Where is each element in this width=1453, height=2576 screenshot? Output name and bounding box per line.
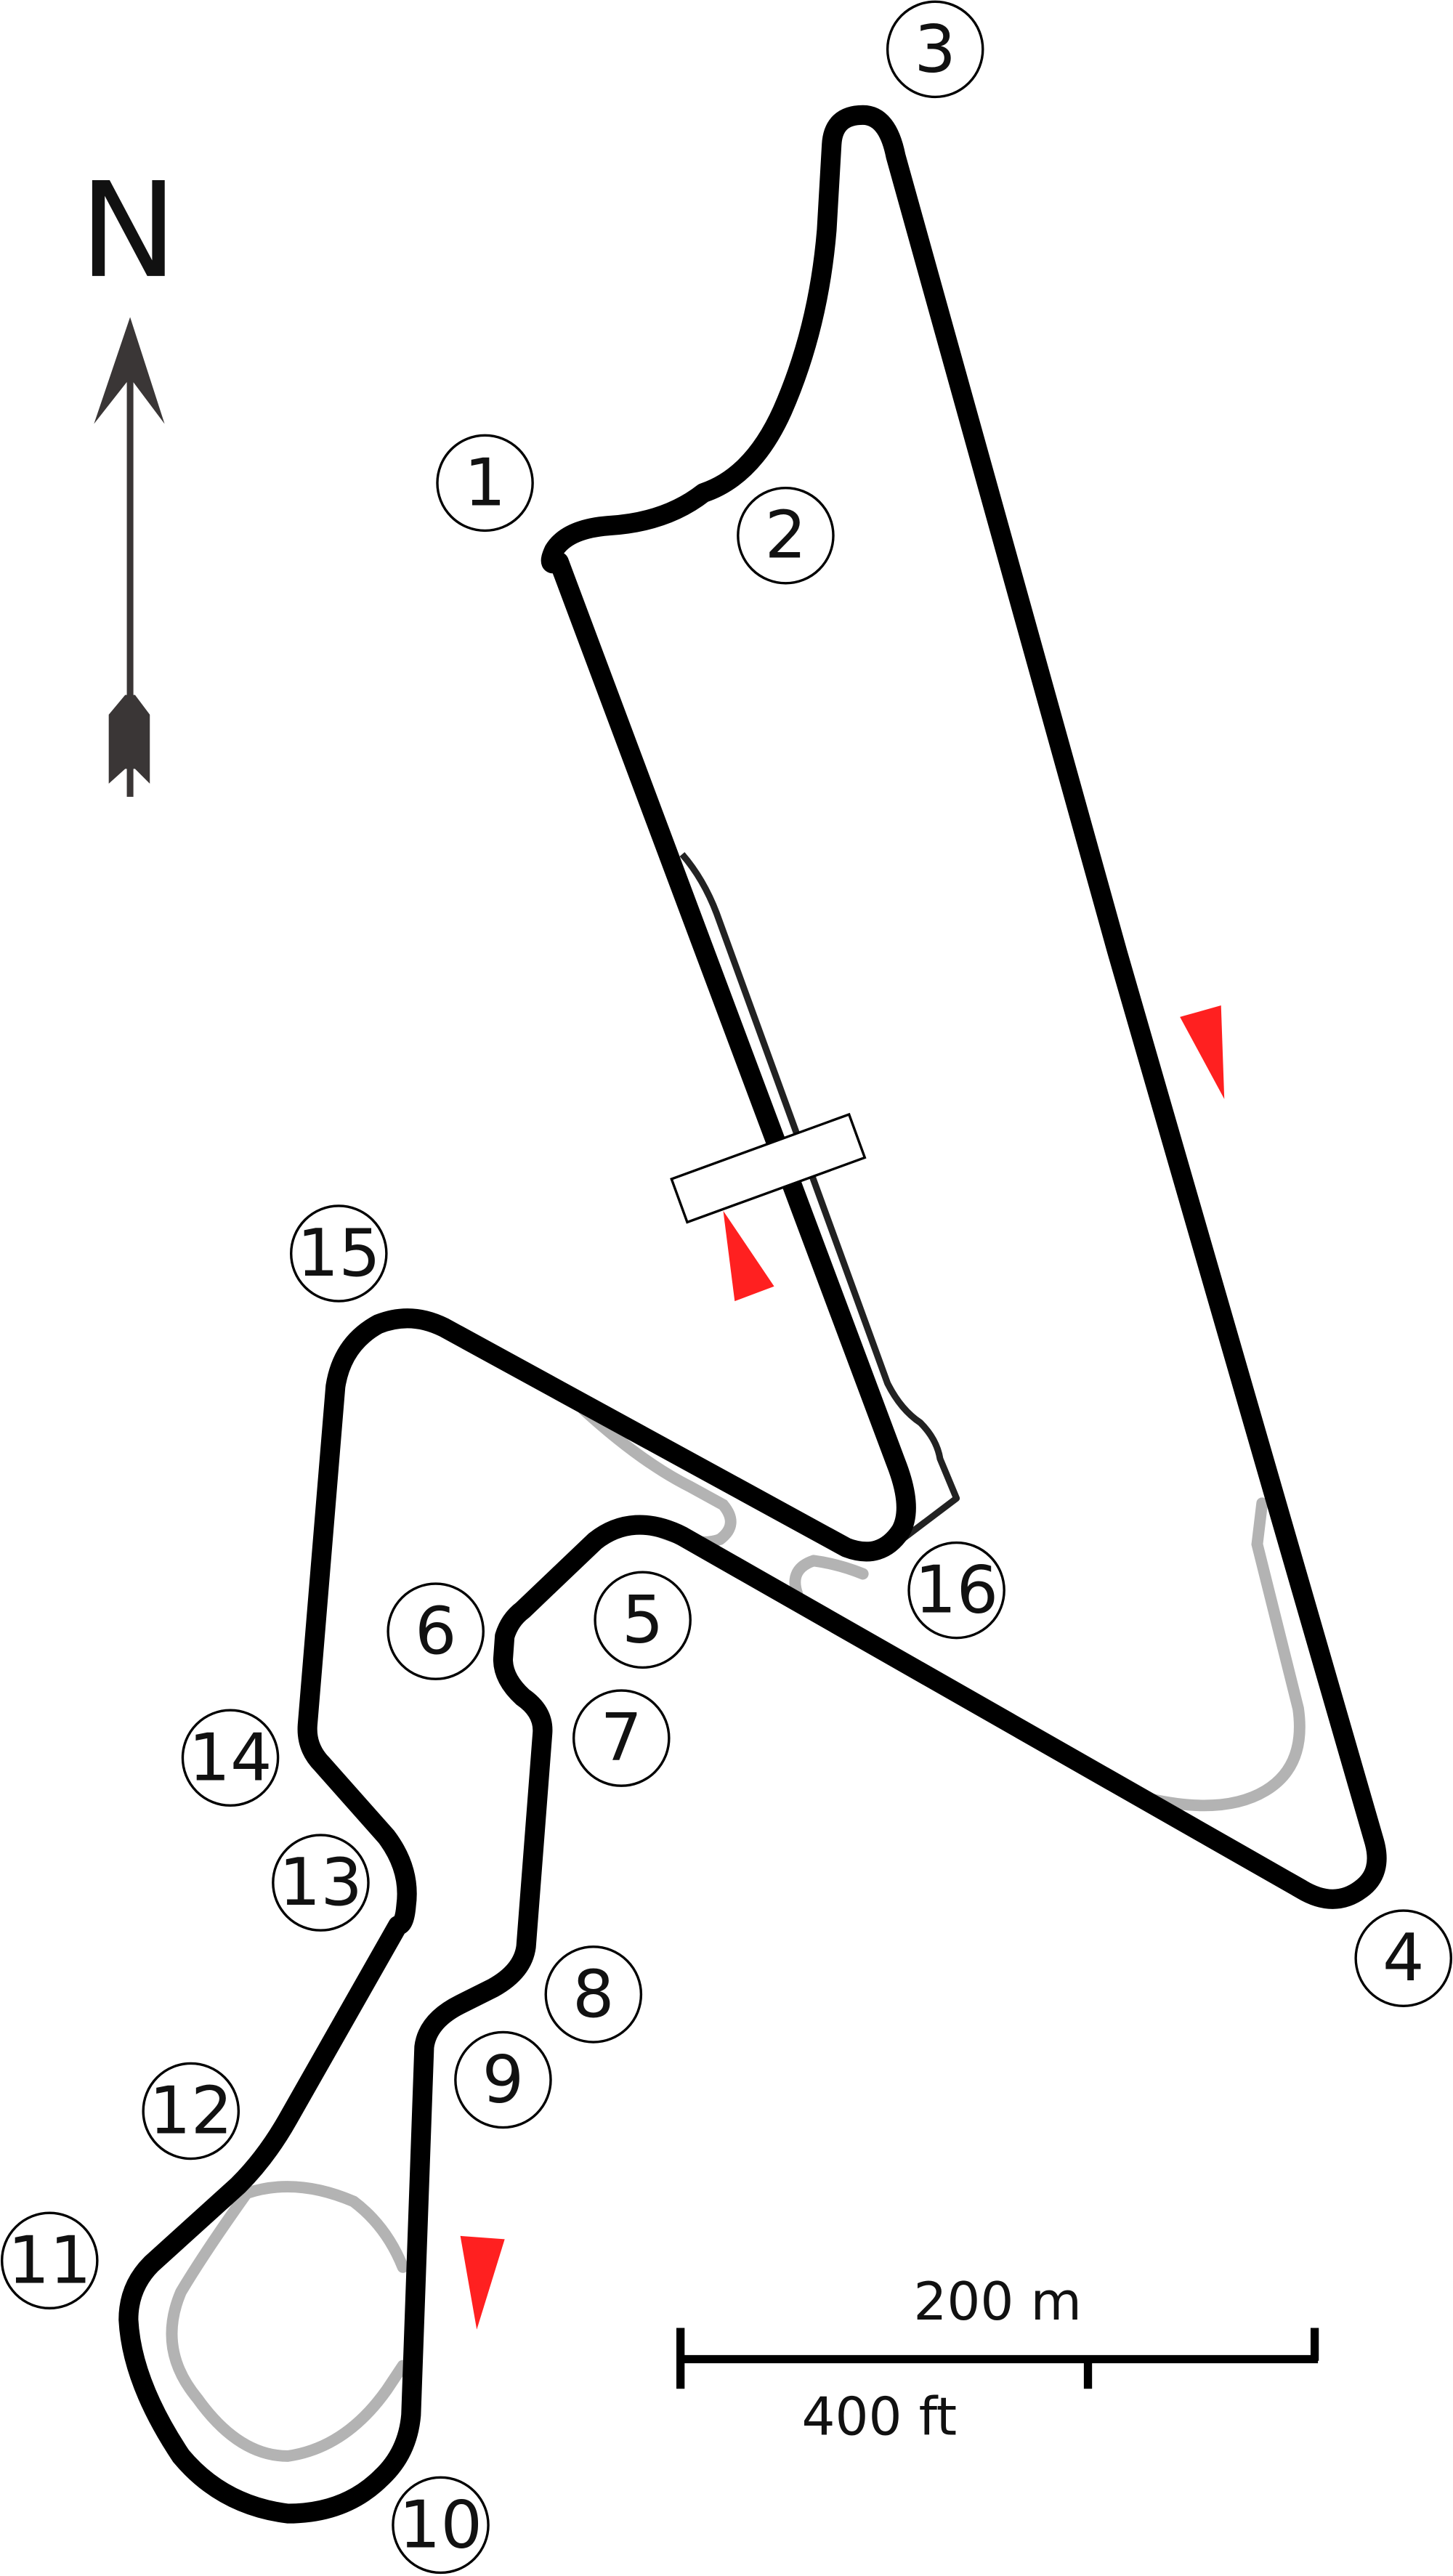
- pit-lane: [679, 852, 960, 1547]
- turn-marker-10: 10: [392, 2476, 490, 2575]
- turn-marker-4: 4: [1354, 1909, 1453, 2007]
- svg-text:2: 2: [765, 498, 807, 574]
- arrow-fletching-icon: [108, 694, 150, 784]
- direction-arrows: [460, 1005, 1225, 2330]
- svg-text:8: 8: [572, 1956, 615, 2033]
- turn-marker-15: 15: [290, 1204, 388, 1303]
- turn-marker-5: 5: [594, 1571, 692, 1669]
- scale-metric: 200 m: [913, 2272, 1082, 2333]
- start-finish-box: [670, 1112, 867, 1224]
- svg-text:7: 7: [600, 1700, 642, 1776]
- svg-text:9: 9: [482, 2042, 525, 2118]
- svg-text:13: 13: [279, 1844, 363, 1921]
- turn-marker-12: 12: [142, 2062, 240, 2160]
- turn-marker-6: 6: [386, 1582, 485, 1680]
- turn-marker-2: 2: [737, 486, 835, 585]
- svg-text:10: 10: [399, 2487, 482, 2563]
- north-label: N: [79, 154, 177, 307]
- north-compass: N: [79, 154, 177, 797]
- svg-text:11: 11: [8, 2222, 92, 2298]
- north-arrow-icon: [94, 317, 165, 424]
- runoff-turn-4: [1144, 1497, 1306, 1812]
- runoff-turns-10-12: [166, 2181, 409, 2462]
- direction-arrow-main: [723, 1210, 774, 1302]
- scale-imperial: 400 ft: [801, 2387, 957, 2448]
- turn-marker-1: 1: [436, 434, 534, 532]
- turn-marker-3: 3: [886, 0, 984, 99]
- turn-marker-13: 13: [272, 1834, 370, 1932]
- svg-text:12: 12: [149, 2073, 232, 2150]
- svg-text:15: 15: [297, 1215, 381, 1292]
- turn-marker-7: 7: [572, 1689, 671, 1787]
- svg-text:6: 6: [415, 1593, 457, 1669]
- turn-marker-9: 9: [454, 2030, 552, 2129]
- direction-arrow-back: [1180, 1005, 1225, 1099]
- direction-arrow-turn-10: [460, 2235, 505, 2330]
- svg-text:14: 14: [188, 1720, 272, 1796]
- race-track: [118, 105, 1387, 2524]
- turn-marker-14: 14: [181, 1709, 280, 1807]
- svg-text:1: 1: [464, 445, 506, 521]
- turn-marker-8: 8: [544, 1945, 643, 2044]
- turn-marker-16: 16: [907, 1541, 1005, 1640]
- scale-bar: 200 m 400 ft: [676, 2272, 1319, 2448]
- svg-text:16: 16: [915, 1552, 998, 1629]
- turn-marker-11: 11: [0, 2211, 99, 2310]
- svg-text:5: 5: [622, 1581, 664, 1658]
- runoff-turn-5: [789, 1555, 869, 1600]
- svg-text:3: 3: [914, 11, 956, 87]
- svg-text:4: 4: [1383, 1920, 1425, 1996]
